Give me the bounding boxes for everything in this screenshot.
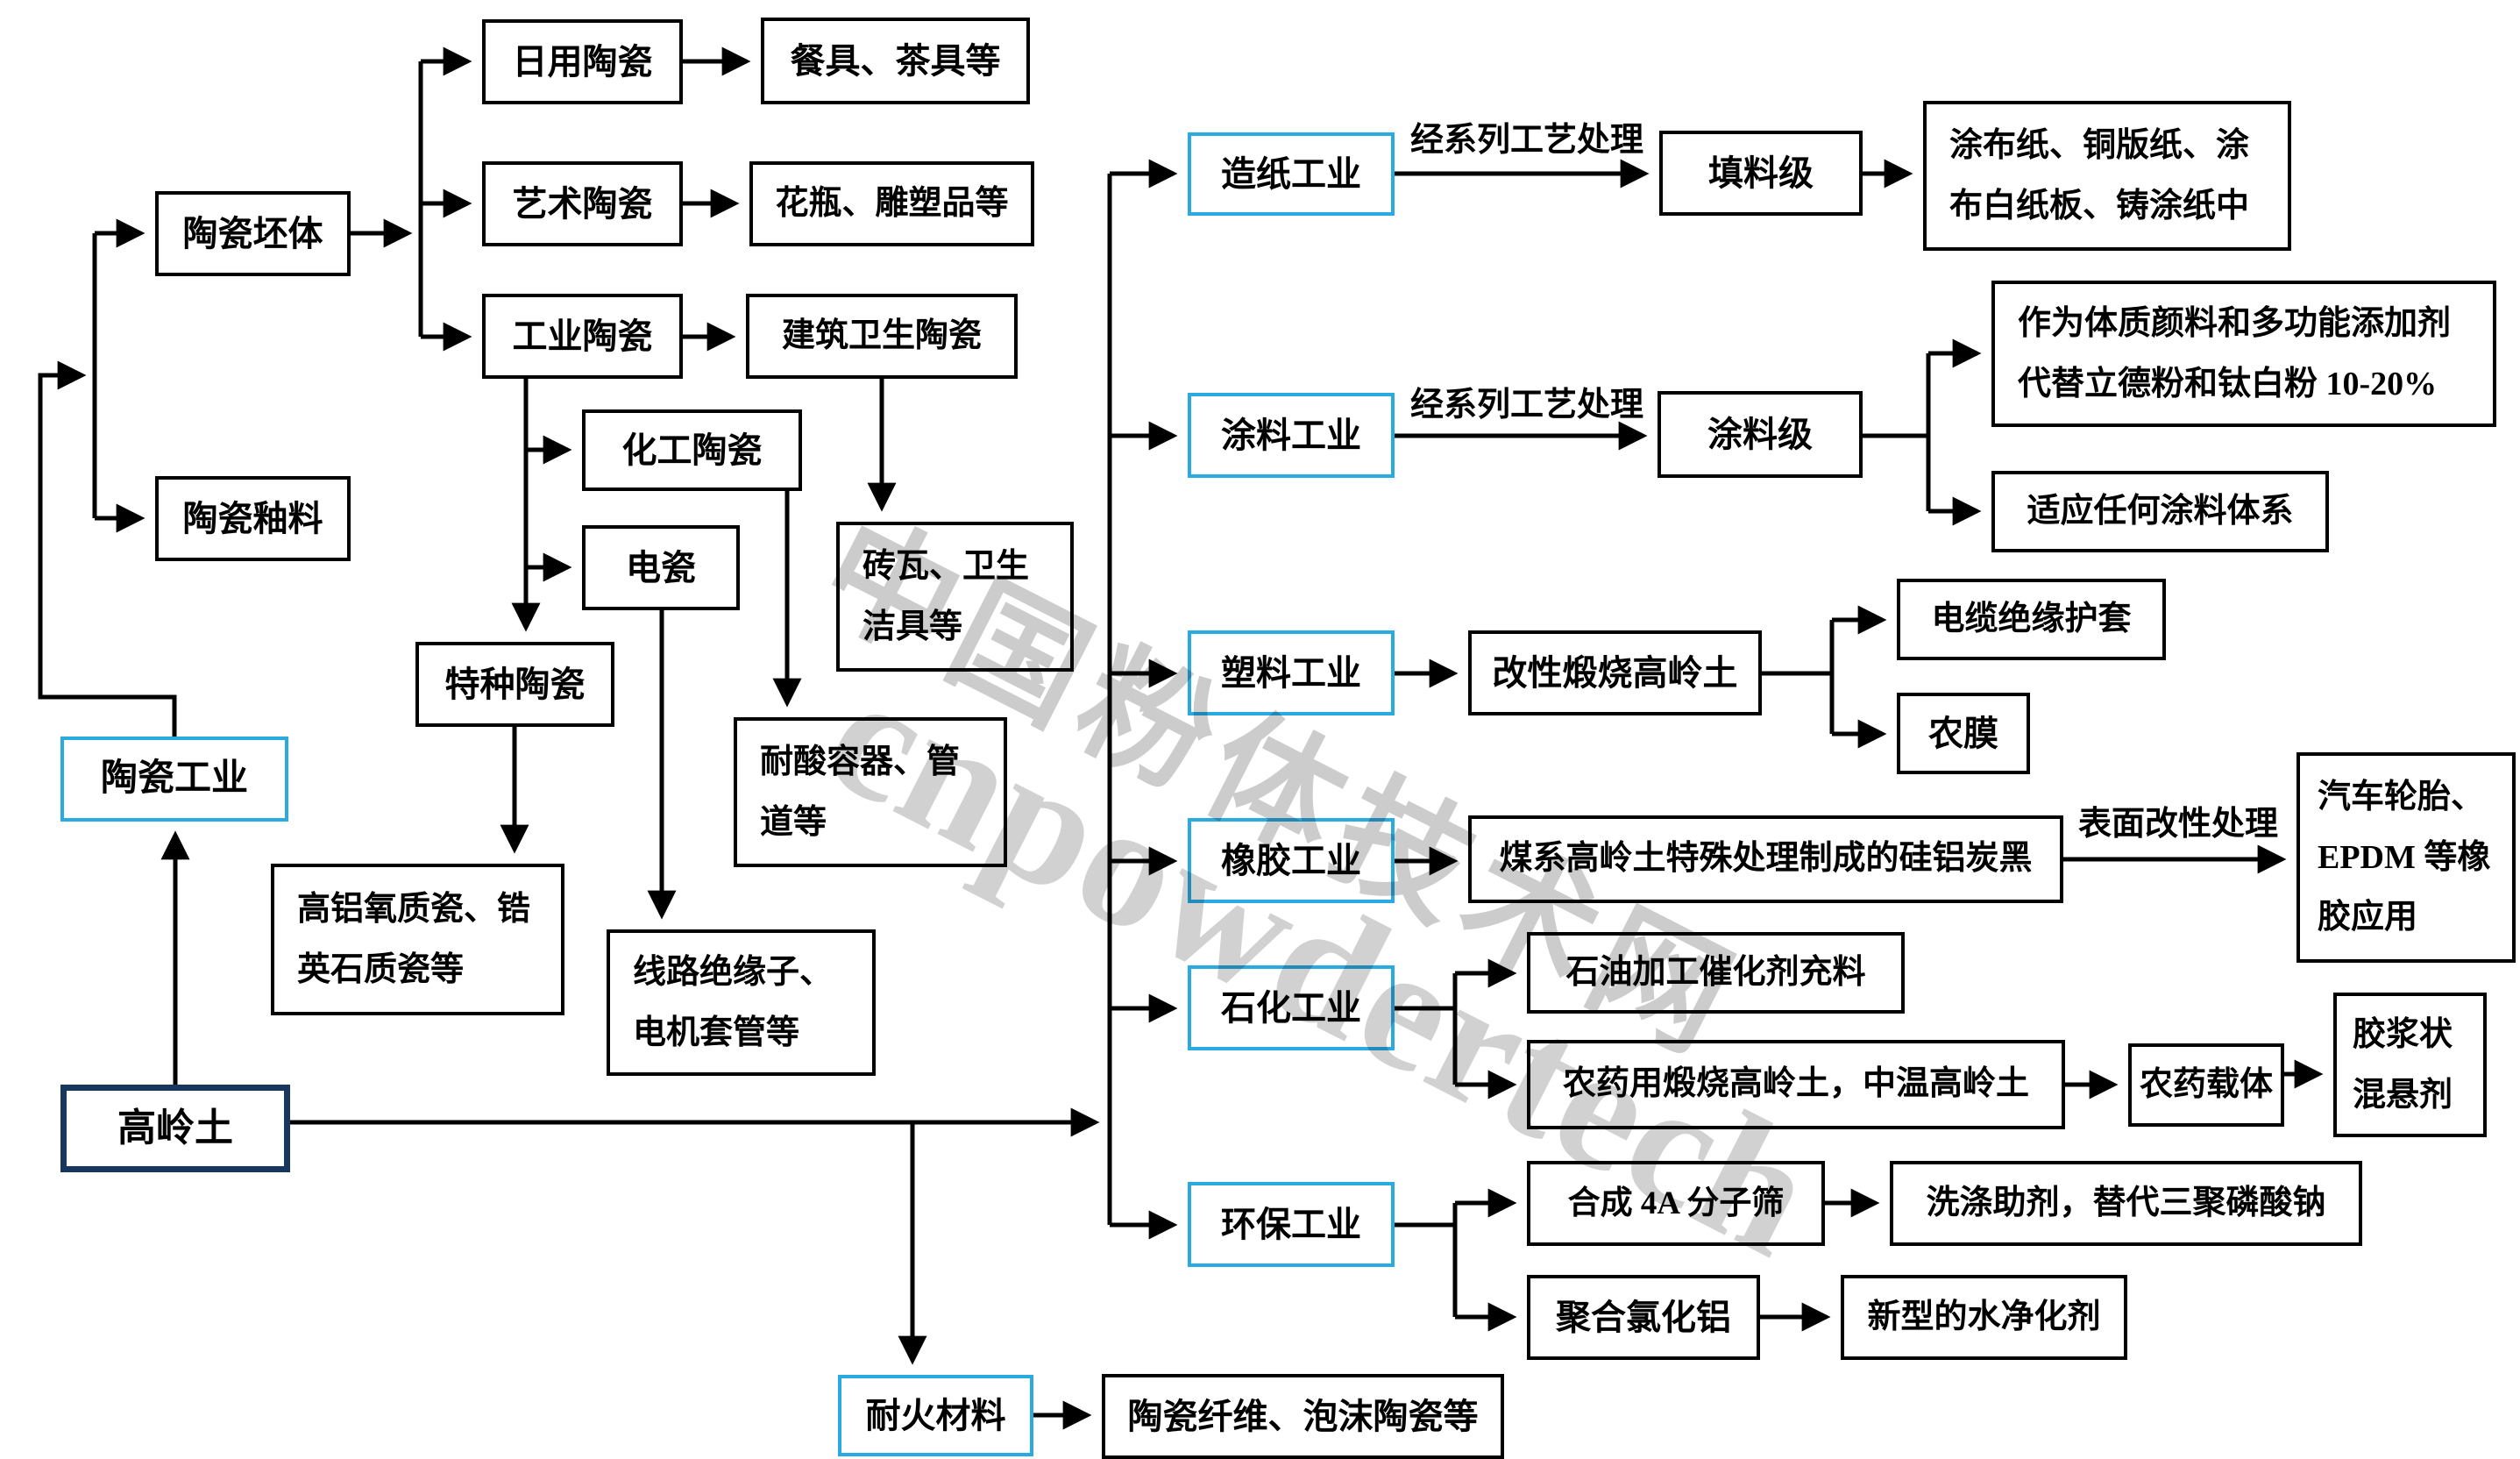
node-pesticide-calcined-kaolin: 农药用煅烧高岭土，中温高岭土 xyxy=(1527,1040,2065,1129)
node-acid-container: 耐酸容器、管道等 xyxy=(734,717,1007,867)
node-modified-calcined-kaolin: 改性煅烧高岭土 xyxy=(1468,630,1762,715)
node-special-ceramic: 特种陶瓷 xyxy=(415,642,614,727)
node-chemical-ceramic: 化工陶瓷 xyxy=(582,409,802,491)
node-alumina-porcelain: 高铝氧质瓷、锆英石质瓷等 xyxy=(271,864,564,1015)
node-agricultural-film: 农膜 xyxy=(1897,693,2030,774)
node-pac: 聚合氯化铝 xyxy=(1527,1275,1760,1360)
node-petrochemical-industry: 石化工业 xyxy=(1188,965,1395,1050)
node-ceramic-glaze: 陶瓷釉料 xyxy=(155,476,351,561)
node-plastic-industry: 塑料工业 xyxy=(1188,630,1395,715)
node-filler-grade: 填料级 xyxy=(1659,131,1863,216)
node-insulator: 线路绝缘子、电机套管等 xyxy=(607,929,876,1076)
node-coating-grade: 涂料级 xyxy=(1658,391,1863,478)
node-brick: 砖瓦、卫生洁具等 xyxy=(836,522,1074,672)
node-industrial-ceramic: 工业陶瓷 xyxy=(482,294,683,379)
node-silica-alumina-carbon-black: 煤系高岭土特殊处理制成的硅铝炭黑 xyxy=(1468,815,2063,903)
node-art-ceramic: 艺术陶瓷 xyxy=(482,161,683,246)
node-water-purifier: 新型的水净化剂 xyxy=(1841,1275,2127,1360)
node-ceramic-industry: 陶瓷工业 xyxy=(60,737,288,822)
node-paper-industry: 造纸工业 xyxy=(1188,132,1395,216)
node-refractory: 耐火材料 xyxy=(838,1375,1033,1456)
node-ceramic-fiber: 陶瓷纤维、泡沫陶瓷等 xyxy=(1102,1374,1504,1459)
node-kaolin: 高岭土 xyxy=(60,1085,290,1172)
edge-trunk-lines xyxy=(92,61,1931,1317)
node-daily-ceramic: 日用陶瓷 xyxy=(482,19,683,104)
node-detergent-aid: 洗涤助剂，替代三聚磷酸钠 xyxy=(1890,1161,2362,1246)
node-environmental-industry: 环保工业 xyxy=(1188,1182,1395,1267)
node-pesticide-carrier: 农药载体 xyxy=(2128,1043,2284,1127)
node-rubber-industry: 橡胶工业 xyxy=(1188,818,1395,903)
node-cable-sheath: 电缆绝缘护套 xyxy=(1897,579,2166,660)
node-tableware: 餐具、茶具等 xyxy=(761,18,1030,104)
node-coating-industry: 涂料工业 xyxy=(1188,393,1395,478)
edge-label-surface-treatment: 表面改性处理 xyxy=(2077,806,2278,843)
edge-ceramic-industry-spine xyxy=(38,360,177,737)
node-tires-epdm: 汽车轮胎、EPDM 等橡胶应用 xyxy=(2296,752,2516,963)
edge-label-process-coating: 经系列工艺处理 xyxy=(1409,387,1643,423)
node-coated-paper: 涂布纸、铜版纸、涂布白纸板、铸涂纸中 xyxy=(1923,101,2291,251)
node-pigment-additive: 作为体质颜料和多功能添加剂代替立德粉和钛白粉 10-20% xyxy=(1991,281,2496,427)
node-paste-suspension: 胶浆状混悬剂 xyxy=(2333,993,2487,1137)
node-petroleum-catalyst-filler: 石油加工催化剂充料 xyxy=(1527,932,1905,1014)
node-any-coating-system: 适应任何涂料体系 xyxy=(1991,471,2329,552)
node-zeolite-4a: 合成 4A 分子筛 xyxy=(1527,1161,1825,1246)
node-electrical-porcelain: 电瓷 xyxy=(582,525,740,610)
edge-label-process-paper: 经系列工艺处理 xyxy=(1409,122,1643,159)
node-vase: 花瓶、雕塑品等 xyxy=(749,161,1034,246)
node-building-ceramic: 建筑卫生陶瓷 xyxy=(746,294,1018,379)
node-ceramic-body: 陶瓷坯体 xyxy=(155,191,351,276)
